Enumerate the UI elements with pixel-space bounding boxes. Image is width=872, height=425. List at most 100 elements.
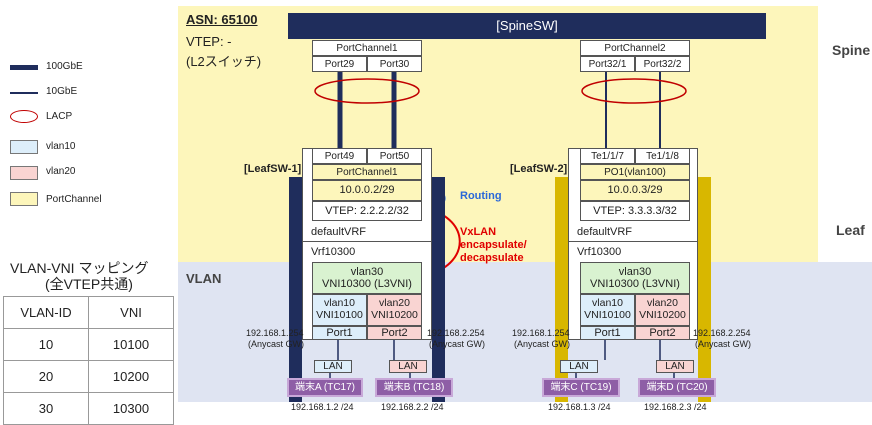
spine-port29-label: Port29 [324,58,355,70]
leaf2-default-vrf: defaultVRF [577,226,633,238]
leaf2-vrf-divider [568,241,698,242]
legend-100gbe-label: 100GbE [46,61,83,72]
table-row: 10 10100 [3,328,174,361]
leaf2-port2-label: Port2 [649,326,676,339]
table-row: 20 10200 [3,360,174,393]
spine-portchannel2-label: PortChannel2 [604,42,666,54]
leaf2-port2: Port2 [635,326,690,340]
vxlan-label-line1: VxLAN [460,226,497,238]
vni-table: VLAN-ID VNI 10 10100 20 10200 30 10300 [3,296,174,425]
legend-lacp-label: LACP [46,111,73,122]
lan-d-label: LAN [665,361,685,372]
vni-table-header-vni: VNI [88,296,174,329]
leaf2-gw-right-sub: (Anycast GW) [695,339,752,349]
terminal-a-ip: 192.168.1.2 /24 [291,402,354,412]
legend-portchannel-swatch [10,192,38,206]
leaf1-vtep-label: VTEP: 2.2.2.2/32 [325,204,409,217]
leaf1-vni10-label: VNI10100 [316,309,363,321]
terminal-c-label: 端末C (TC19) [550,382,612,393]
terminal-d-label: 端末D (TC20) [646,382,708,393]
vni-table-cell: 30 [3,392,89,425]
vni-table-cell: 10 [3,328,89,361]
leaf2-vlan30-box: vlan30 VNI10300 (L3VNI) [580,262,690,294]
leaf1-vrf-divider [302,241,432,242]
leaf2-vni10-label: VNI10100 [584,309,631,321]
vni-table-cell: 10200 [88,360,174,393]
leaf1-vlan20-label: vlan20 [379,297,410,310]
spine-port30-label: Port30 [379,58,410,70]
vni-table-cell: 10100 [88,328,174,361]
leaf1-port2-label: Port2 [381,326,408,339]
leaf2-te1-1-8-label: Te1/1/8 [646,150,679,162]
leaf1-port50: Port50 [367,148,422,164]
leaf2-te1-1-7: Te1/1/7 [580,148,635,164]
leaf2-vlan10-box: vlan10 VNI10100 [580,294,635,326]
spine-port30: Port30 [367,56,422,72]
terminal-a-label: 端末A (TC17) [294,382,355,393]
leaf1-vrf: Vrf10300 [311,246,356,258]
leaf1-gw-left-sub: (Anycast GW) [248,339,305,349]
lan-b-box: LAN [389,360,427,373]
leaf1-port2: Port2 [367,326,422,340]
leaf1-gw-left: 192.168.1.254 [246,328,304,338]
spine-switch: [SpineSW] [288,13,766,39]
terminal-b-ip: 192.168.2.2 /24 [381,402,444,412]
leaf1-vlan30-box: vlan30 VNI10300 (L3VNI) [312,262,422,294]
leaf2-port1: Port1 [580,326,635,340]
spine-port32-1-label: Port32/1 [588,58,627,70]
leaf2-l3vni-label: VNI10300 (L3VNI) [590,278,680,290]
leaf1-right-bar [432,177,445,402]
spine-switch-label: [SpineSW] [496,17,558,33]
legend-10gbe-swatch [10,92,38,94]
spine-port32-1: Port32/1 [580,56,635,72]
leaf1-vlan20-box: vlan20 VNI10200 [367,294,422,326]
leaf2-ip-label: 10.0.0.3/29 [607,184,663,197]
leaf2-gw-left: 192.168.1.254 [512,328,570,338]
leaf2-te1-1-8: Te1/1/8 [635,148,690,164]
l2-switch-label: (L2スイッチ) [186,54,262,69]
leaf1-port1-label: Port1 [326,326,353,339]
leaf2-ip: 10.0.0.3/29 [580,180,690,201]
lan-a-box: LAN [314,360,352,373]
vxlan-label-line3: decapsulate [460,252,524,264]
leaf1-default-vrf: defaultVRF [311,226,367,238]
lan-d-box: LAN [656,360,694,373]
legend-10gbe-label: 10GbE [46,86,78,97]
leaf2-vrf: Vrf10300 [577,246,622,258]
terminal-b: 端末B (TC18) [375,378,453,397]
terminal-c: 端末C (TC19) [542,378,620,397]
leaf1-ip-label: 10.0.0.2/29 [339,184,395,197]
leaf2-right-bar [698,177,711,402]
leaf2-portchannel-label: PO1(vlan100) [604,166,666,178]
leaf2-vlan20-box: vlan20 VNI10200 [635,294,690,326]
terminal-a: 端末A (TC17) [287,378,363,397]
legend-vlan10-swatch [10,140,38,154]
lan-a-label: LAN [323,361,343,372]
leaf2-portchannel: PO1(vlan100) [580,164,690,180]
legend-lacp-swatch [10,110,38,123]
legend-vlan10-label: vlan10 [46,141,76,152]
leaf2-left-bar [555,177,568,402]
leaf2-gw-right: 192.168.2.254 [693,328,751,338]
leaf2-vtep-label: VTEP: 3.3.3.3/32 [593,204,677,217]
leaf1-port49-label: Port49 [324,150,355,162]
legend-vlan20-swatch [10,166,38,180]
spine-tier-label: Spine [832,42,871,58]
terminal-d-ip: 192.168.2.3 /24 [644,402,707,412]
leaf2-vlan30-label: vlan30 [618,265,652,278]
leaf1-port1: Port1 [312,326,367,340]
vtep-spine-label: VTEP: - [186,34,232,49]
leaf1-vlan10-box: vlan10 VNI10100 [312,294,367,326]
spine-leaf-zone [178,6,818,262]
spine-port29: Port29 [312,56,367,72]
leaf2-vni20-label: VNI10200 [639,309,686,321]
vxlan-label-line2: encapsulate/ [460,239,527,251]
leaf2-label: [LeafSW-2] [510,163,568,175]
spine-port32-2-label: Port32/2 [643,58,682,70]
asn-label: ASN: 65100 [186,12,258,27]
leaf1-vni20-label: VNI10200 [371,309,418,321]
vni-table-cell: 10300 [88,392,174,425]
legend-100gbe-swatch [10,65,38,70]
vni-table-header-row: VLAN-ID VNI [3,296,174,329]
terminal-b-label: 端末B (TC18) [383,382,445,393]
